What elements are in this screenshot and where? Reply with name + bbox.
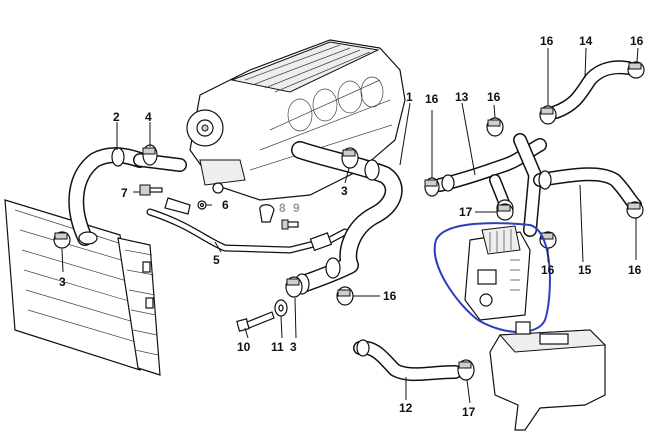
clamp-16-t xyxy=(486,117,504,137)
screw-7 xyxy=(139,184,163,196)
radiator xyxy=(4,199,161,376)
hose-15 xyxy=(533,167,642,212)
label-16-13: 16 xyxy=(425,92,439,106)
clamp-16-mid xyxy=(336,286,354,306)
hose-14 xyxy=(549,60,635,119)
expansion-tank xyxy=(489,321,607,431)
leader-lines xyxy=(61,47,639,404)
clamp-16-15 xyxy=(626,201,644,219)
washer-11 xyxy=(274,299,288,317)
pipe-5 xyxy=(146,197,349,254)
label-2: 2 xyxy=(113,110,120,124)
clamp-4 xyxy=(142,144,158,166)
label-6: 6 xyxy=(222,198,229,212)
part-labels: 1 2 3 3 3 4 5 6 7 8 9 10 11 12 13 14 15 … xyxy=(59,34,644,419)
label-13: 13 xyxy=(455,90,469,104)
label-11: 11 xyxy=(271,340,284,354)
label-16-14a: 16 xyxy=(540,34,554,48)
highlight-circle xyxy=(433,222,551,333)
label-16-15: 16 xyxy=(628,263,642,277)
hose-12 xyxy=(353,339,462,382)
label-16-mid: 16 xyxy=(383,289,397,303)
clamp-16-14b xyxy=(627,61,645,79)
clamp-3-bottom xyxy=(285,276,303,298)
washer-6 xyxy=(197,200,207,210)
label-16-t: 16 xyxy=(487,90,501,104)
clamp-16-valve xyxy=(539,231,557,249)
clamp-16-13 xyxy=(424,177,440,197)
label-12: 12 xyxy=(399,401,413,415)
label-15: 15 xyxy=(578,263,592,277)
parts-8-9 xyxy=(259,204,299,230)
clamp-17-valve xyxy=(496,203,514,221)
label-3-top: 3 xyxy=(341,184,348,198)
label-10: 10 xyxy=(237,340,251,354)
label-8: 8 xyxy=(279,201,286,215)
label-5: 5 xyxy=(213,253,220,267)
clamp-16-14a xyxy=(539,105,557,125)
label-4: 4 xyxy=(145,110,152,124)
label-9: 9 xyxy=(293,201,300,215)
bolt-10 xyxy=(236,311,275,332)
clamp-17-bottom xyxy=(457,359,475,381)
label-16-valve: 16 xyxy=(541,263,555,277)
label-17-valve: 17 xyxy=(459,205,473,219)
clamp-3-left xyxy=(53,231,71,249)
auxiliary-water-valve xyxy=(464,225,531,321)
label-3-bottom: 3 xyxy=(290,340,297,354)
label-16-14b: 16 xyxy=(630,34,644,48)
label-1: 1 xyxy=(406,90,413,104)
label-3-left: 3 xyxy=(59,275,66,289)
label-14: 14 xyxy=(579,34,593,48)
label-7: 7 xyxy=(121,186,128,200)
clamp-3-top xyxy=(341,147,359,169)
label-17-bottom: 17 xyxy=(462,405,476,419)
t-fitting xyxy=(489,133,542,237)
